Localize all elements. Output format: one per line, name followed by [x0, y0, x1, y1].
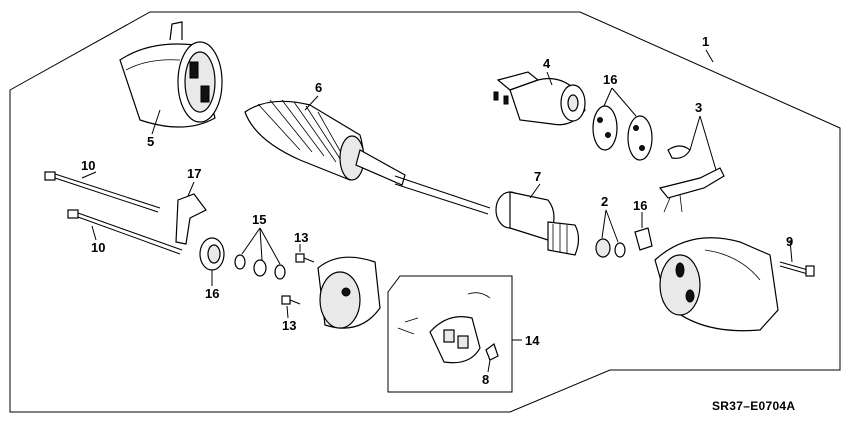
callout-7: 7 — [534, 169, 541, 184]
rubber-plates — [592, 105, 653, 161]
callout-14: 14 — [525, 333, 540, 348]
callout-5: 5 — [147, 134, 154, 149]
brush-spring — [485, 343, 499, 361]
callout-16-grommet: 16 — [205, 286, 219, 301]
bracket — [175, 193, 207, 245]
callout-16-seal: 16 — [633, 198, 647, 213]
callout-15: 15 — [252, 212, 266, 227]
callout-17: 17 — [187, 166, 201, 181]
screws — [281, 253, 315, 305]
callout-13-lower: 13 — [282, 318, 296, 333]
callout-6: 6 — [315, 80, 322, 95]
callout-4: 4 — [543, 56, 551, 71]
callout-9: 9 — [786, 234, 793, 249]
callout-16-solenoid: 16 — [603, 72, 617, 87]
stop-collar — [595, 238, 626, 258]
washers — [234, 254, 286, 280]
callout-labels: 1 2 3 4 5 6 7 8 9 10 10 13 13 14 15 16 1… — [81, 34, 793, 387]
callout-8: 8 — [482, 372, 489, 387]
callout-3: 3 — [695, 100, 702, 115]
callout-2: 2 — [601, 194, 608, 209]
armature — [244, 99, 491, 215]
callout-1: 1 — [702, 34, 709, 49]
housing-bolt — [779, 261, 815, 277]
yoke-housing — [119, 21, 223, 128]
callout-10-upper: 10 — [81, 158, 95, 173]
brush-holder — [397, 292, 491, 364]
drive-end-housing — [654, 237, 779, 332]
solenoid — [493, 71, 586, 126]
callout-13-upper: 13 — [294, 230, 308, 245]
brush-holder-group-box — [387, 275, 513, 393]
assembly-boundary — [9, 11, 841, 413]
leader-lines — [81, 49, 793, 373]
rubber-seal — [634, 227, 653, 251]
pinion-clutch — [495, 191, 580, 256]
shift-lever — [658, 145, 725, 213]
diagram-code: SR37–E0704A — [712, 399, 795, 413]
through-bolts — [44, 171, 183, 255]
grommet — [199, 237, 225, 271]
end-frame — [317, 256, 381, 329]
callout-10-lower: 10 — [91, 240, 105, 255]
